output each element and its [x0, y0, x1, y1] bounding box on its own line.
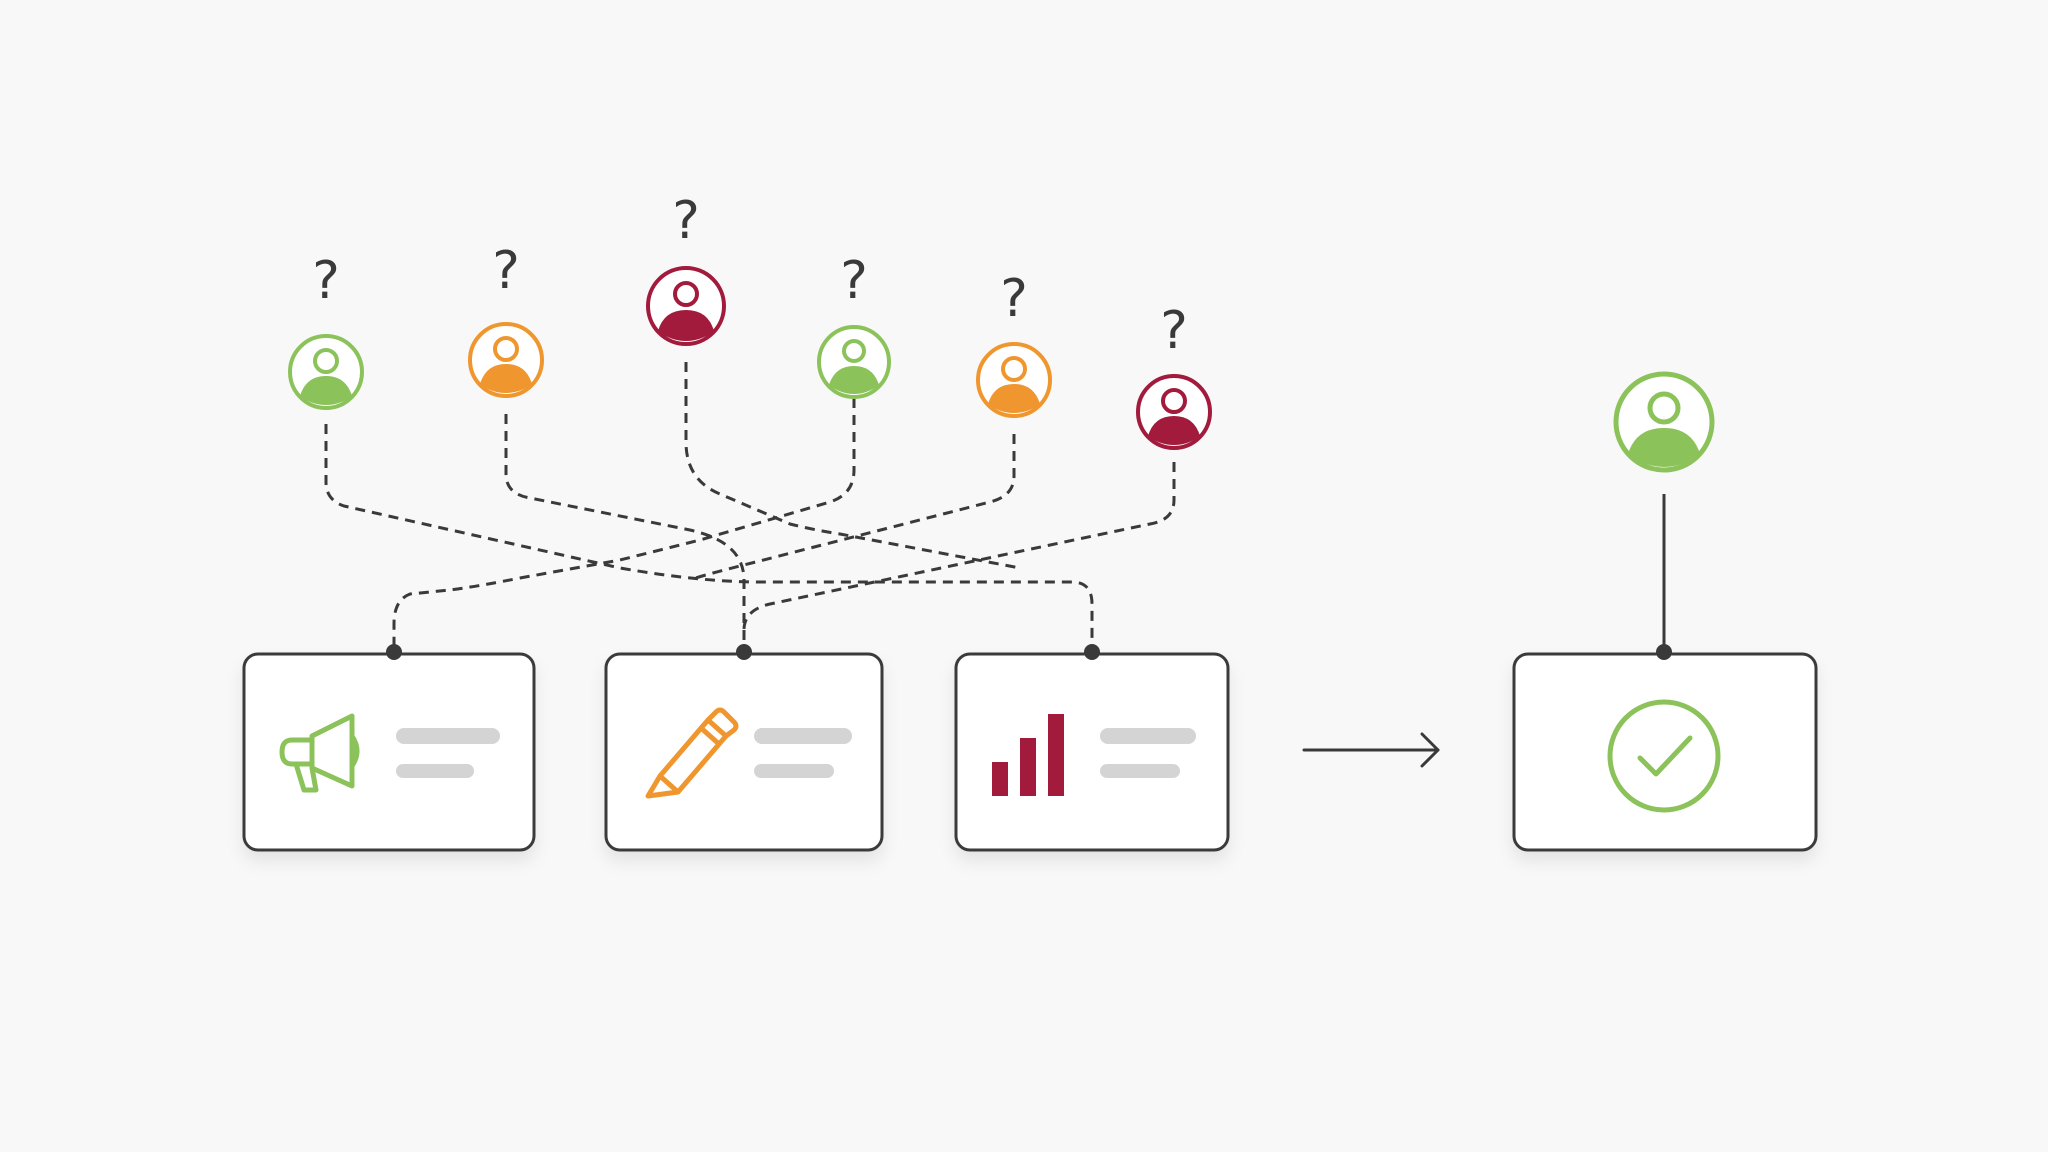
connector-node — [386, 644, 402, 660]
person-avatar-icon — [288, 334, 364, 410]
text-placeholder-line — [1100, 764, 1180, 778]
pencil-icon — [645, 707, 739, 799]
question-mark: ? — [1000, 269, 1028, 329]
task-card-reports[interactable] — [954, 644, 1230, 852]
result-section — [1512, 371, 1818, 852]
connector-node — [736, 644, 752, 660]
person-5: ? — [976, 269, 1052, 418]
text-placeholder-line — [754, 728, 852, 744]
person-avatar-icon — [817, 325, 891, 399]
connector-person-4 — [392, 398, 856, 650]
person-6: ? — [1136, 301, 1212, 450]
question-mark: ? — [1160, 301, 1188, 361]
task-card-writing[interactable] — [604, 644, 884, 852]
question-mark: ? — [492, 241, 520, 301]
connector-person-5 — [689, 434, 1016, 582]
person-avatar-icon — [1136, 374, 1212, 450]
arrow-right-icon — [1302, 732, 1440, 768]
person-avatar-icon — [1613, 371, 1715, 473]
text-placeholder-line — [396, 764, 474, 778]
megaphone-icon — [279, 713, 360, 793]
connector-node — [1084, 644, 1100, 660]
connector-lines — [324, 362, 1176, 650]
person-1: ? — [288, 251, 364, 410]
text-placeholder-line — [754, 764, 834, 778]
person-3: ? — [646, 191, 726, 346]
person-2: ? — [468, 241, 544, 398]
task-card-announce[interactable] — [242, 644, 536, 852]
text-placeholder-line — [396, 728, 500, 744]
question-mark: ? — [312, 251, 340, 311]
question-mark: ? — [840, 251, 868, 311]
person-avatar-icon — [646, 266, 726, 346]
connector-person-1 — [324, 424, 1094, 650]
people-group: ? ? ? ? — [288, 191, 1212, 450]
text-placeholder-line — [1100, 728, 1196, 744]
person-4: ? — [817, 251, 891, 399]
connector-person-2 — [504, 414, 746, 650]
person-avatar-icon — [976, 342, 1052, 418]
connector-person-6 — [742, 462, 1176, 631]
task-cards — [242, 644, 1230, 852]
connector-person-3 — [684, 362, 1021, 570]
checkmark-circle-icon — [1607, 699, 1721, 813]
connector-node — [1656, 644, 1672, 660]
assigned-owner — [1613, 371, 1715, 473]
bar-chart-icon — [992, 714, 1064, 796]
result-card[interactable] — [1512, 644, 1818, 852]
question-mark: ? — [672, 191, 700, 251]
person-avatar-icon — [468, 322, 544, 398]
